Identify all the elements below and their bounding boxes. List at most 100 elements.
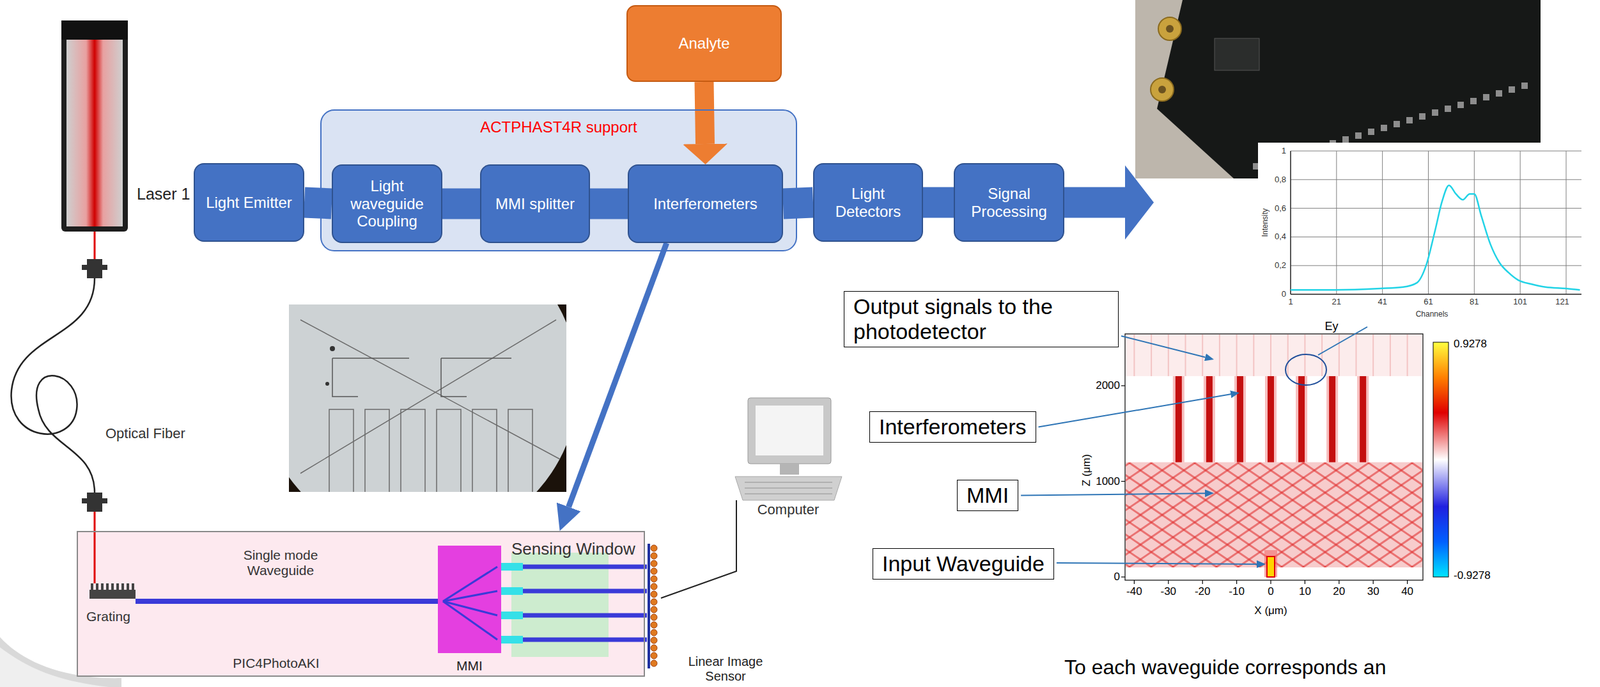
mmi-fan — [442, 590, 498, 601]
leader-line — [1056, 562, 1257, 564]
sensor-pixel — [650, 552, 658, 559]
computer-screen — [755, 405, 824, 456]
axis-tick-mark — [1167, 579, 1169, 584]
axis-tick-mark — [1121, 575, 1126, 577]
waveguide-trace — [332, 357, 358, 397]
node-text: Interferometers — [878, 414, 1027, 440]
grid-line — [1290, 236, 1582, 238]
mmi-fan — [442, 566, 498, 601]
sensor-pixel — [650, 575, 658, 582]
sma-connector — [1150, 77, 1174, 101]
arm-field — [1234, 375, 1246, 463]
light-beam — [93, 231, 96, 259]
axis-tick: 0,4 — [1274, 232, 1287, 242]
field-stripe — [1185, 334, 1187, 376]
sensor-pixel — [650, 652, 658, 659]
scratch-line — [300, 319, 563, 461]
interferometer-trace — [329, 409, 354, 492]
axis-tick: 0 — [1267, 584, 1274, 598]
axis-tick: 1000 — [1095, 474, 1120, 488]
interference-fringe — [1389, 462, 1423, 567]
interference-fringe — [1411, 462, 1423, 567]
field-stripe — [1150, 334, 1152, 376]
arm-field — [1175, 375, 1182, 463]
sensing-waveguide — [501, 613, 647, 618]
flow-band — [304, 202, 332, 204]
node-text: MMI — [456, 657, 483, 674]
axis-tick-mark — [1236, 579, 1237, 584]
sensor-pixel — [650, 582, 658, 590]
pin-header — [1483, 93, 1490, 101]
arm-field — [1265, 375, 1277, 463]
color-bar — [1433, 341, 1449, 577]
field-stripe — [1236, 334, 1238, 376]
process-box: MMI splitter — [480, 164, 591, 243]
node-text: MMI splitter — [495, 194, 575, 213]
field-stripe — [1133, 334, 1135, 376]
axis-tick: 2000 — [1095, 379, 1120, 392]
sensor-pixel — [650, 629, 658, 636]
grating-tooth — [126, 582, 130, 590]
node-text: MMI — [966, 482, 1009, 508]
sensor-pixel — [650, 621, 658, 628]
callout-box: MMI — [956, 479, 1019, 511]
flow-band-head — [1125, 165, 1154, 240]
flow-band — [704, 81, 706, 144]
computer-keyboard — [735, 476, 842, 500]
field-name: Ey — [1324, 319, 1338, 334]
pin-header — [1521, 82, 1528, 89]
callout-box: Output signals to the photodetector — [843, 290, 1119, 348]
data-cable — [660, 499, 737, 598]
grid-line — [1290, 150, 1582, 152]
interference-fringe — [1389, 462, 1423, 567]
arm-field — [1172, 375, 1185, 463]
process-box: Light waveguide Coupling — [331, 164, 443, 243]
input-field — [1266, 556, 1275, 577]
node-text: Output signals to the photodetector — [853, 294, 1110, 344]
axis-tick: -10 — [1228, 584, 1245, 598]
grid-line — [1520, 150, 1521, 295]
callout-box: Interferometers — [869, 411, 1037, 443]
node-text: Analyte — [678, 34, 730, 53]
sensing-window: Sensing Window — [511, 539, 609, 657]
pin-header — [1457, 101, 1464, 109]
analyte-box: Analyte — [626, 5, 782, 82]
node-text: Grating — [86, 608, 131, 624]
waveguide-taper — [501, 611, 523, 619]
grid-line — [1428, 150, 1429, 295]
interference-fringe — [1411, 462, 1423, 567]
field-stripe — [1321, 334, 1323, 376]
flow-arrow — [568, 242, 667, 507]
pin-header — [1355, 132, 1362, 139]
arm-field — [1326, 375, 1338, 463]
axis-tick: 0,6 — [1274, 203, 1287, 214]
leader-line — [1038, 393, 1232, 427]
image-sensor — [647, 543, 651, 668]
node-text: Sensing Window — [511, 539, 636, 559]
support-panel: ACTPHAST4R supportLight waveguide Coupli… — [320, 109, 798, 252]
process-box: Light Detectors — [813, 163, 924, 242]
pin-header — [1444, 105, 1452, 112]
field-stripe — [1372, 334, 1374, 376]
axis-tick: -30 — [1160, 584, 1177, 598]
callout-box: Input Waveguide — [872, 547, 1055, 580]
interference-fringe — [1324, 462, 1423, 567]
axis-line — [1289, 150, 1292, 295]
sensor-pixel — [650, 659, 658, 667]
axis-title: Intensity — [1261, 208, 1271, 238]
interferometer-trace — [400, 409, 426, 492]
chip-package — [1214, 38, 1260, 71]
axis-tick: 0 — [1281, 289, 1287, 300]
grid-line — [1335, 150, 1337, 295]
interferometer-trace — [436, 409, 461, 492]
laser-body — [61, 20, 128, 232]
pin-header — [1419, 113, 1426, 120]
node-fills — [77, 109, 797, 676]
axis-tick: 41 — [1377, 297, 1387, 307]
arm-field — [1236, 375, 1244, 463]
node-text: Light Emitter — [205, 193, 293, 212]
grid-line — [1290, 265, 1582, 266]
plot-frame — [1125, 333, 1423, 580]
leader-line — [1121, 335, 1205, 357]
